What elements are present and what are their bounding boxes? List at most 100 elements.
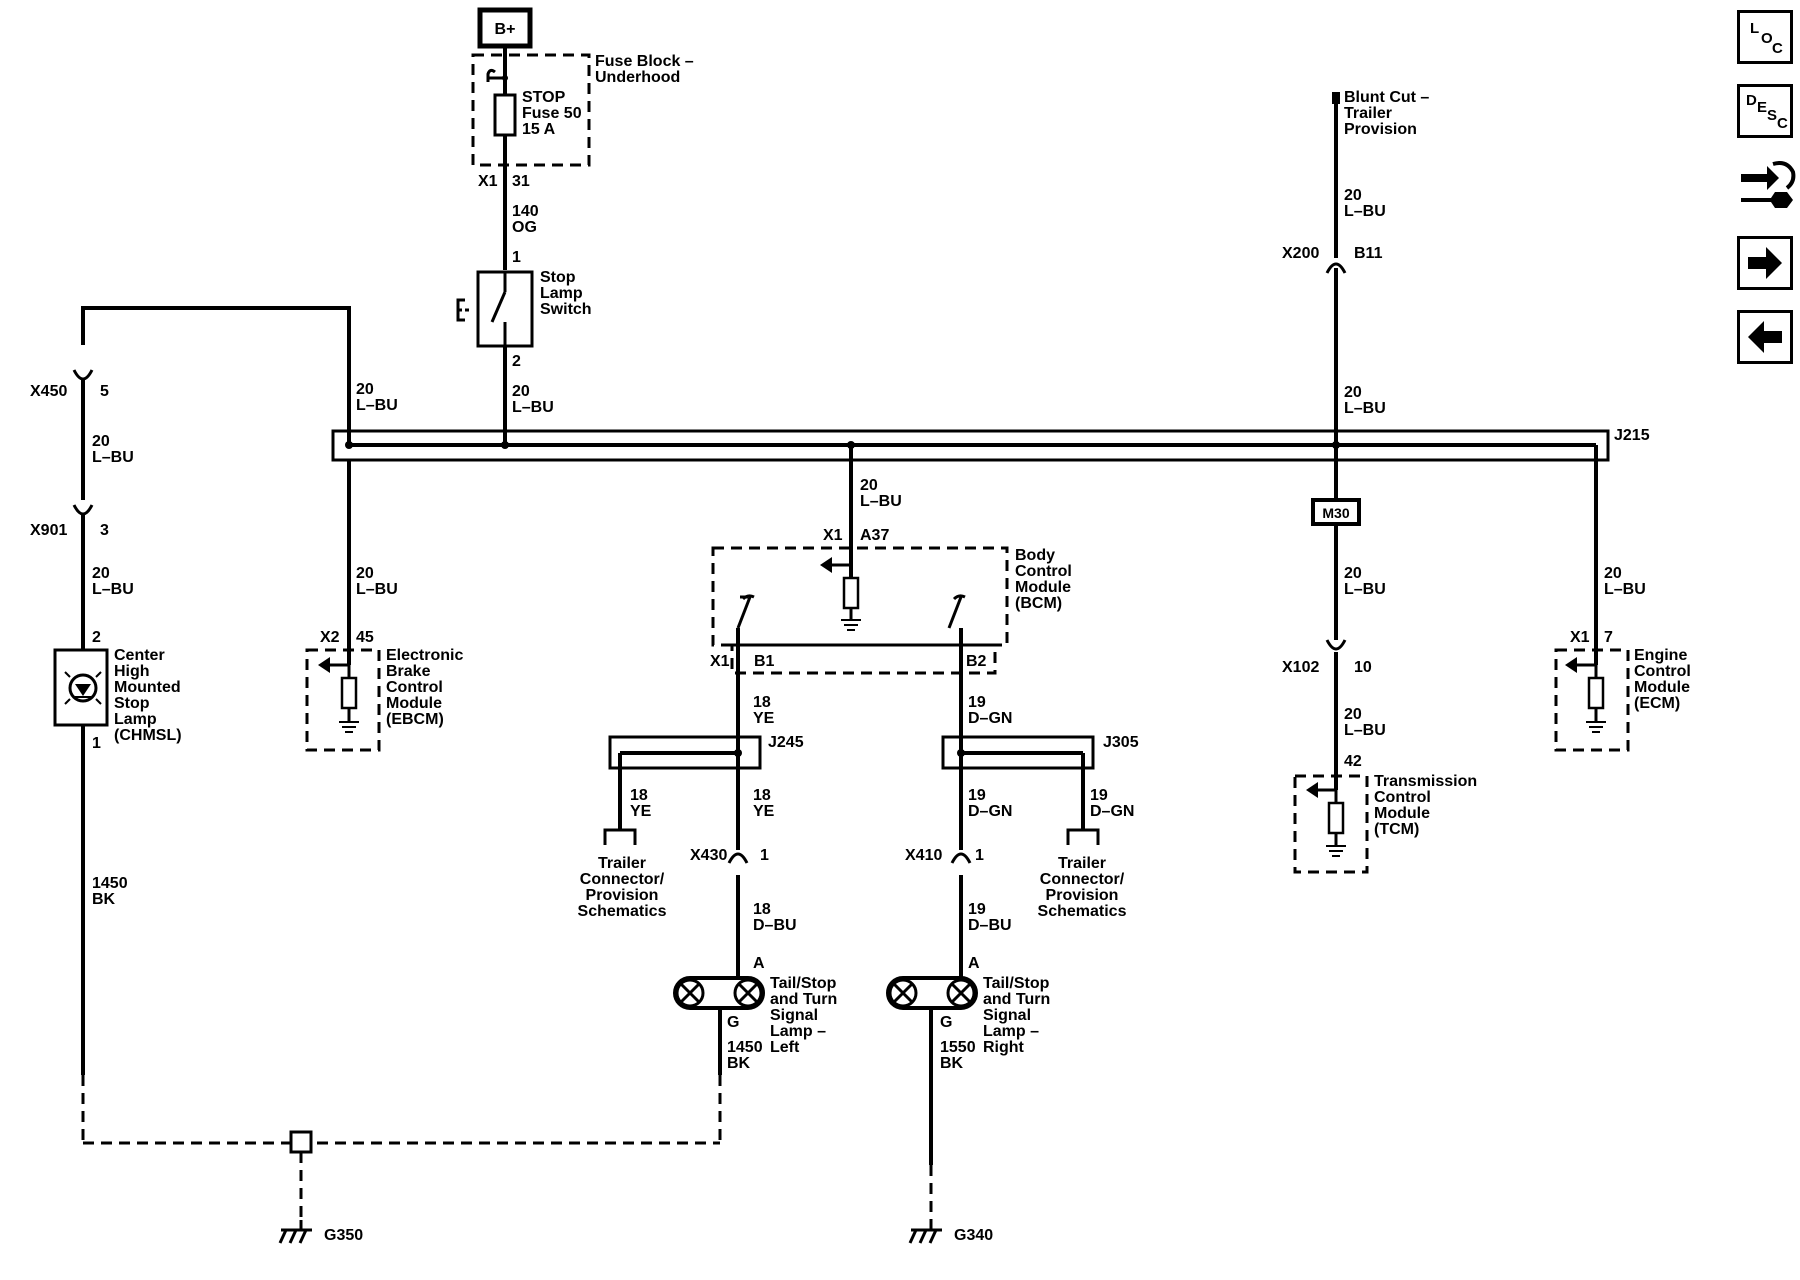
bcm-out-b2: B2 [966, 653, 987, 670]
bcm-name-2: Control [1015, 563, 1072, 580]
right-w2-color: D–GN [968, 803, 1012, 820]
tcm-w2-color: L–BU [1344, 722, 1386, 739]
switch-name-3: Switch [540, 301, 592, 318]
x410-pin: 1 [975, 847, 984, 864]
chmsl-name-4: Stop [114, 695, 150, 712]
right-gnd-color: BK [940, 1055, 964, 1072]
left-lamp-2: and Turn [770, 991, 837, 1008]
stop-lamp-switch: 1 Stop Lamp Switch 2 20 L–BU [456, 249, 592, 445]
tcm-w1-color: L–BU [1344, 581, 1386, 598]
right-w1-gauge: 19 [968, 694, 986, 711]
tcm-name-4: (TCM) [1374, 821, 1419, 838]
ecm-name-4: (ECM) [1634, 695, 1680, 712]
desc-button[interactable]: D E S C [1737, 84, 1793, 138]
wire-140-gauge: 140 [512, 203, 539, 220]
lamp-bulb-icon [64, 671, 102, 705]
left-w1-color: YE [753, 710, 775, 727]
bcm-switch-left-icon [736, 594, 755, 673]
ecm-name-1: Engine [1634, 647, 1687, 664]
connector-button[interactable] [1737, 154, 1797, 216]
left-trl-gauge: 18 [630, 787, 648, 804]
j245-label: J245 [768, 734, 804, 751]
chmsl-w2-color: L–BU [92, 581, 134, 598]
chmsl-branch: X450 5 20 L–BU X901 3 20 L–BU 2 Center H… [30, 306, 351, 1075]
left-w2-gauge: 18 [753, 787, 771, 804]
right-lamp-2: and Turn [983, 991, 1050, 1008]
bcm-name-4: (BCM) [1015, 595, 1062, 612]
trailer-provision-branch: Blunt Cut – Trailer Provision 20 L–BU X2… [1282, 89, 1429, 790]
desc-letter-e: E [1757, 99, 1767, 116]
right-lamp-pin-a: A [968, 955, 980, 972]
x430-pin: 1 [760, 847, 769, 864]
right-w3-color: D–BU [968, 917, 1012, 934]
x410-label: X410 [905, 847, 942, 864]
desc-icon: D E S C [1746, 92, 1788, 132]
fuse-text-2: Fuse 50 [522, 105, 582, 122]
x102-label: X102 [1282, 659, 1319, 676]
loc-icon: L O C [1750, 20, 1783, 57]
prov-w1-color: L–BU [1344, 203, 1386, 220]
splice-j215: J215 [331, 427, 1650, 665]
right-trl-gauge: 19 [1090, 787, 1108, 804]
switch-name-1: Stop [540, 269, 576, 286]
left-lamp-pin-a: A [753, 955, 765, 972]
x430-label: X430 [690, 847, 727, 864]
right-lamp-icon [886, 976, 978, 1010]
right-trailer-2: Connector/ [1040, 871, 1125, 888]
bcm-name-1: Body [1015, 547, 1055, 564]
right-trailer-1: Trailer [1058, 855, 1106, 872]
left-lamp-3: Signal [770, 1007, 818, 1024]
fuse-block-title-2: Underhood [595, 69, 680, 86]
bcm-input-icon [820, 557, 861, 631]
connector-icon [1741, 161, 1796, 208]
right-lamp-chain: 19 D–GN J305 19 D–GN Trailer Connector/ … [886, 673, 1139, 1165]
switch-pin-in: 1 [512, 249, 521, 266]
tcm-input-icon [1306, 782, 1346, 857]
left-w3-color: D–BU [753, 917, 797, 934]
fuse-block-conn: X1 [478, 173, 498, 190]
loc-button[interactable]: L O C [1737, 10, 1793, 64]
chmsl-gnd-gauge: 1450 [92, 875, 128, 892]
right-trl-color: D–GN [1090, 803, 1134, 820]
bcm-switch-right-icon [947, 594, 966, 673]
x200-label: X200 [1282, 245, 1319, 262]
left-lamp-5: Left [770, 1039, 800, 1056]
ebcm-name-4: Module [386, 695, 442, 712]
ebcm-input-icon [318, 657, 359, 733]
right-lamp-5: Right [983, 1039, 1025, 1056]
previous-icon [1748, 321, 1782, 353]
x102-pin: 10 [1354, 659, 1372, 676]
ebcm-pin: 45 [356, 629, 374, 646]
left-trl-color: YE [630, 803, 652, 820]
power-source: B+ [477, 7, 533, 78]
trailer-conn-right-icon [1066, 828, 1100, 845]
right-trailer-3: Provision [1046, 887, 1119, 904]
previous-button[interactable] [1737, 310, 1793, 364]
bcm: 20 L–BU X1 A37 Body Control Module [710, 445, 1072, 675]
ecm: 20 L–BU X1 7 Engine Control Module (ECM) [1554, 565, 1691, 752]
bcm-w-color: L–BU [860, 493, 902, 510]
ebcm-w-gauge: 20 [356, 565, 374, 582]
tcm: Transmission Control Module (TCM) [1293, 773, 1477, 874]
left-gnd-gauge: 1450 [727, 1039, 763, 1056]
fuse-text-1: STOP [522, 89, 566, 106]
bcm-out-b1: B1 [754, 653, 775, 670]
chmsl-gnd-color: BK [92, 891, 116, 908]
left-w1-gauge: 18 [753, 694, 771, 711]
wire-140-color: OG [512, 219, 537, 236]
left-lamp-pin-g: G [727, 1014, 739, 1031]
ecm-input-icon [1565, 657, 1606, 733]
tcm-name-2: Control [1374, 789, 1431, 806]
ecm-conn: X1 [1570, 629, 1590, 646]
right-lamp-pin-g: G [940, 1014, 952, 1031]
chmsl-name-6: (CHMSL) [114, 727, 182, 744]
next-button[interactable] [1737, 236, 1793, 290]
blunt-cut-3: Provision [1344, 121, 1417, 138]
bcm-name-3: Module [1015, 579, 1071, 596]
bcm-conn: X1 [823, 527, 843, 544]
next-icon [1748, 247, 1782, 279]
switch-out-gauge: 20 [512, 383, 530, 400]
ground-g340: G340 [908, 1165, 993, 1244]
ebcm-name-1: Electronic [386, 647, 463, 664]
